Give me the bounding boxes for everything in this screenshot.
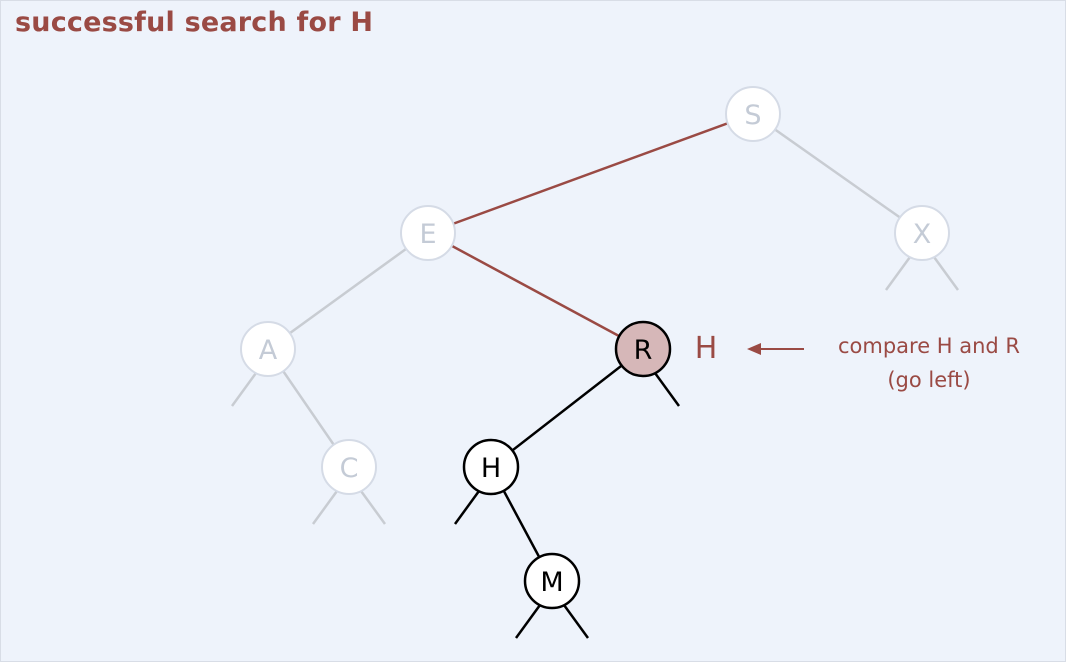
node-circle (462, 438, 520, 496)
node-h: H (462, 438, 520, 496)
node-m: M (523, 552, 581, 610)
node-circle (523, 552, 581, 610)
node-label: H (481, 453, 501, 484)
node-circle (400, 205, 456, 261)
node-circle (240, 321, 296, 377)
null-link-r-right (653, 372, 681, 407)
annotation-line-2: (go left) (887, 368, 970, 392)
node-r: R (614, 320, 672, 378)
node-a: A (240, 321, 296, 377)
null-link-m-right (562, 604, 590, 639)
arrow-left-icon (747, 343, 804, 355)
edges-layer (266, 112, 923, 582)
node-label: E (419, 219, 436, 250)
node-label: S (744, 100, 761, 131)
node-s: S (725, 86, 781, 142)
node-circle (894, 205, 950, 261)
node-circle (321, 439, 377, 495)
edge-s-e (427, 112, 754, 235)
edge-e-a (267, 231, 429, 351)
node-e: E (400, 205, 456, 261)
node-label: C (340, 453, 359, 484)
edge-r-h (490, 348, 644, 468)
node-label: X (913, 219, 932, 250)
null-link-c-left (311, 490, 339, 525)
null-link-a-left (230, 372, 258, 407)
null-link-m-left (514, 604, 542, 639)
node-x: X (894, 205, 950, 261)
nodes-layer: S E X A R C H M (240, 86, 950, 610)
null-link-c-right (359, 490, 387, 525)
node-circle (725, 86, 781, 142)
node-circle (614, 320, 672, 378)
null-links-layer (230, 256, 960, 639)
null-link-x-right (932, 256, 960, 291)
diagram-title: successful search for H (15, 7, 374, 38)
null-link-h-left (453, 490, 481, 525)
annotation-line-1: compare H and R (838, 334, 1020, 358)
edge-e-r (427, 231, 644, 351)
search-key-label: H (695, 331, 718, 366)
node-c: C (321, 439, 377, 495)
node-label: A (259, 335, 278, 366)
null-link-x-left (884, 256, 912, 291)
node-label: R (634, 335, 653, 366)
edge-s-x (752, 112, 923, 235)
node-label: M (540, 567, 563, 598)
